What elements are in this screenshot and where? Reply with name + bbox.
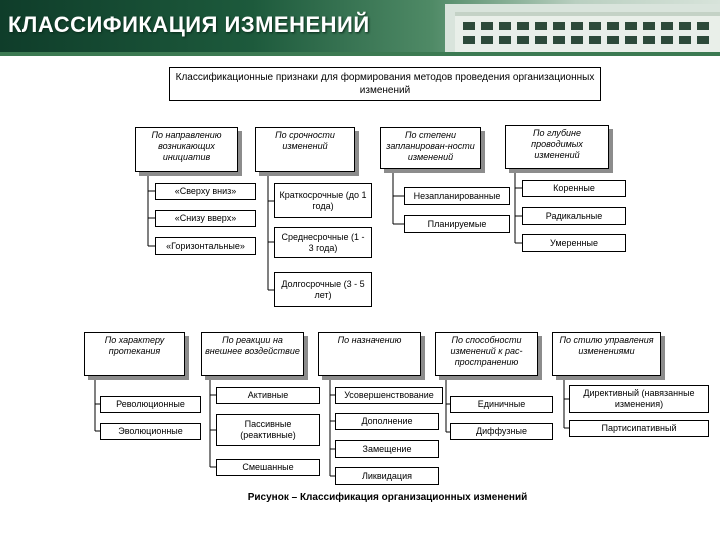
item-horizontal: «Горизонтальные»: [155, 237, 256, 255]
category-reaction-label: По реакции на внешнее воздействие: [205, 335, 300, 356]
category-spread-label: По способности изменений к рас-простране…: [450, 335, 523, 367]
item-horizontal-label: «Горизонтальные»: [166, 240, 245, 251]
item-short-term-label: Краткосрочные (до 1 года): [279, 189, 367, 211]
building-image: [445, 4, 720, 52]
main-title-box: Классификационные признаки для формирова…: [169, 67, 601, 101]
item-radical: Радикальные: [522, 207, 626, 225]
item-active: Активные: [216, 387, 320, 404]
item-replacement: Замещение: [335, 440, 439, 458]
main-title-text: Классификационные признаки для формирова…: [175, 72, 595, 96]
item-top-down: «Сверху вниз»: [155, 183, 256, 200]
header-band: КЛАССИФИКАЦИЯ ИЗМЕНЕНИЙ: [0, 0, 720, 52]
item-planned-label: Планируемые: [427, 218, 487, 229]
item-mixed-label: Смешанные: [242, 462, 294, 472]
item-short-term: Краткосрочные (до 1 года): [274, 183, 372, 218]
item-top-down-label: «Сверху вниз»: [174, 186, 237, 196]
item-mid-term: Среднесрочные (1 - 3 года): [274, 227, 372, 258]
item-single: Единичные: [450, 396, 553, 413]
header-divider: [0, 52, 720, 56]
item-radical-label: Радикальные: [545, 210, 603, 221]
item-directive: Директивный (навязанные изменения): [569, 385, 709, 413]
item-directive-label: Директивный (навязанные изменения): [583, 388, 695, 409]
page-title: КЛАССИФИКАЦИЯ ИЗМЕНЕНИЙ: [8, 12, 370, 37]
figure-caption: Рисунок – Классификация организационных …: [0, 492, 720, 503]
category-urgency-label: По срочности изменений: [275, 130, 335, 151]
item-participative: Партисипативный: [569, 420, 709, 437]
item-passive-label: Пассивные (реактивные): [240, 419, 296, 440]
item-mid-term-label: Среднесрочные (1 - 3 года): [281, 231, 365, 253]
item-active-label: Активные: [247, 390, 289, 400]
item-mixed: Смешанные: [216, 459, 320, 476]
figure-caption-text: Рисунок – Классификация организационных …: [247, 492, 528, 503]
category-depth: По глубине проводимых изменений: [505, 125, 609, 169]
item-liquidation-label: Ликвидация: [362, 470, 412, 481]
item-addition-label: Дополнение: [361, 416, 413, 426]
item-evolutionary: Эволюционные: [100, 423, 201, 440]
item-fundamental-label: Коренные: [553, 183, 595, 193]
item-liquidation: Ликвидация: [335, 467, 439, 485]
item-replacement-label: Замещение: [362, 443, 412, 454]
category-purpose: По назначению: [318, 332, 421, 376]
category-direction-label: По направлению возникающих инициатив: [151, 130, 222, 162]
item-single-label: Единичные: [477, 399, 526, 409]
category-depth-label: По глубине проводимых изменений: [531, 128, 583, 160]
item-moderate: Умеренные: [522, 234, 626, 252]
item-unplanned-label: Незапланированные: [413, 190, 501, 201]
category-reaction: По реакции на внешнее воздействие: [201, 332, 304, 376]
category-direction: По направлению возникающих инициатив: [135, 127, 238, 172]
category-planning: По степени запланирован-ности изменений: [380, 127, 481, 169]
item-fundamental: Коренные: [522, 180, 626, 197]
item-bottom-up: «Снизу вверх»: [155, 210, 256, 227]
item-moderate-label: Умеренные: [550, 237, 598, 248]
category-spread: По способности изменений к рас-простране…: [435, 332, 538, 376]
item-long-term: Долгосрочные (3 - 5 лет): [274, 272, 372, 307]
item-diffuse: Диффузные: [450, 423, 553, 440]
item-participative-label: Партисипативный: [601, 423, 677, 433]
item-planned: Планируемые: [404, 215, 510, 233]
item-bottom-up-label: «Снизу вверх»: [174, 213, 237, 223]
category-planning-label: По степени запланирован-ности изменений: [386, 130, 475, 162]
item-unplanned: Незапланированные: [404, 187, 510, 205]
category-purpose-label: По назначению: [337, 335, 402, 345]
item-long-term-label: Долгосрочные (3 - 5 лет): [281, 278, 365, 300]
category-style-label: По стилю управления изменениями: [559, 335, 654, 356]
item-addition: Дополнение: [335, 413, 439, 430]
category-urgency: По срочности изменений: [255, 127, 355, 172]
item-revolutionary: Революционные: [100, 396, 201, 413]
item-improvement-label: Усовершенствование: [344, 390, 434, 400]
item-passive: Пассивные (реактивные): [216, 414, 320, 446]
category-nature-label: По характеру протекания: [104, 335, 165, 356]
item-diffuse-label: Диффузные: [476, 426, 527, 436]
category-style: По стилю управления изменениями: [552, 332, 661, 376]
item-improvement: Усовершенствование: [335, 387, 443, 404]
item-evolutionary-label: Эволюционные: [118, 426, 183, 436]
item-revolutionary-label: Революционные: [116, 399, 185, 409]
category-nature: По характеру протекания: [84, 332, 185, 376]
